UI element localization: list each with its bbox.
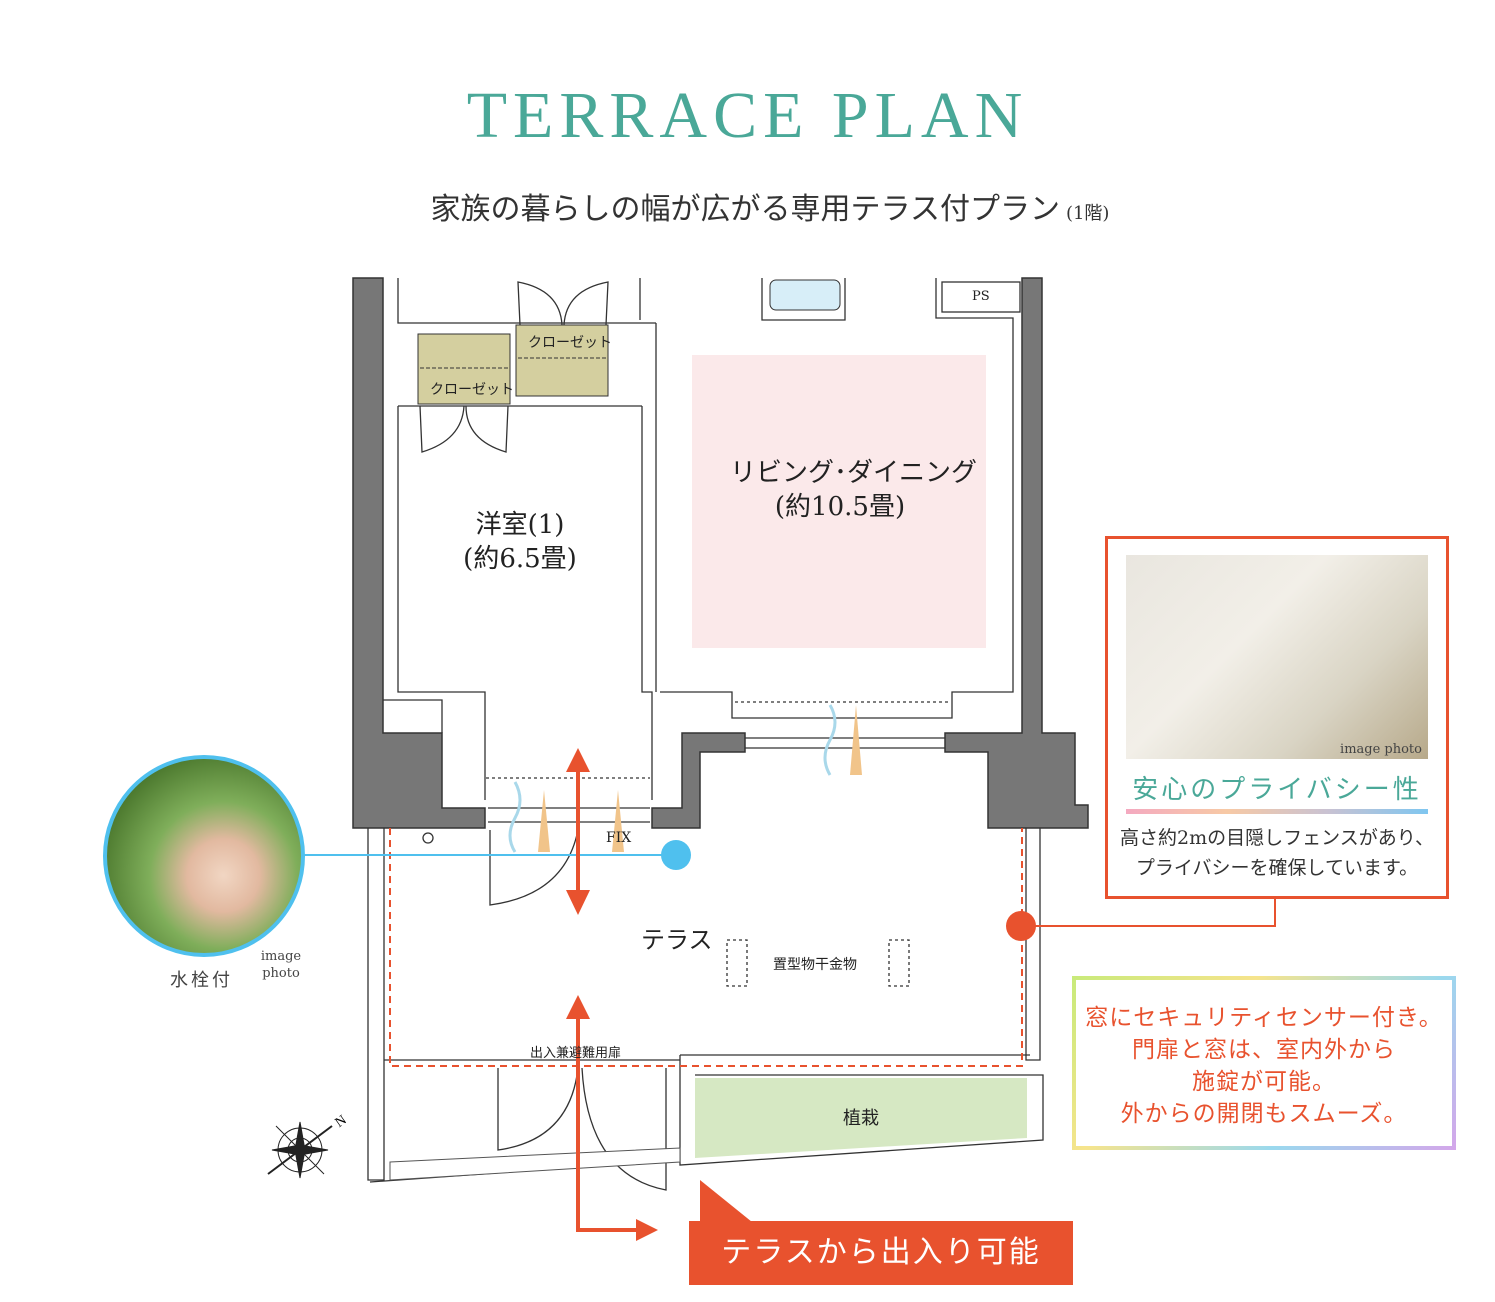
living-dining-name: リビング･ダイニング [730, 458, 978, 488]
drying-rack-label: 置型物干金物 [773, 957, 857, 973]
closet-label-1: クローゼット [430, 382, 514, 398]
closet-area-1 [417, 333, 511, 405]
compass-icon [267, 1121, 333, 1179]
floor-note: (1階) [1065, 203, 1110, 224]
faucet-label: 水栓付 [170, 970, 233, 991]
privacy-feature-box: image photo 安心のプライバシー性 高さ約2mの目隠しフェンスがあり、… [1105, 536, 1449, 899]
planting-label: 植栽 [843, 1108, 879, 1129]
security-text-line: 施錠が可能。 [1192, 1069, 1336, 1095]
access-arrows [566, 748, 752, 1241]
closet-label-2: クローゼット [528, 335, 612, 351]
fence-marker [1006, 911, 1036, 941]
terrace-label: テラス [641, 926, 713, 954]
fence-line [389, 828, 1023, 1067]
privacy-text-line: プライバシーを確保しています。 [1135, 857, 1419, 879]
subtitle-text: 家族の暮らしの幅が広がる専用テラス付プラン [430, 192, 1060, 227]
page-subtitle: 家族の暮らしの幅が広がる専用テラス付プラン(1階) [0, 184, 1495, 228]
center-wall [651, 732, 746, 829]
living-dining-area [692, 355, 986, 648]
right-wall [944, 277, 1089, 829]
western-room-name: 洋室(1) [475, 510, 565, 540]
gate-hatch [389, 1147, 681, 1181]
security-text: 窓にセキュリティセンサー付き。 門扉と窓は、室内外から 施錠が可能。 外からの開… [1076, 1002, 1452, 1130]
security-text-line: 門扉と窓は、室内外から [1132, 1037, 1396, 1063]
walls [352, 277, 1089, 829]
security-text-line: 外からの開閉もスムーズ。 [1120, 1101, 1408, 1127]
western-room-label: 洋室(1) (約6.5畳) [440, 508, 600, 576]
privacy-photo-note: image photo [1340, 742, 1422, 757]
privacy-text: 高さ約2mの目隠しフェンスがあり、プライバシーを確保しています。 [1108, 823, 1446, 883]
ps-label: PS [972, 289, 990, 304]
living-dining-size: (約10.5畳) [774, 492, 906, 522]
privacy-text-line: 高さ約2mの目隠しフェンスがあり、 [1120, 827, 1434, 849]
planting-area [695, 1078, 1027, 1158]
left-wall [352, 277, 486, 829]
privacy-heading: 安心のプライバシー性 [1132, 775, 1422, 805]
faucet-photo [103, 755, 305, 957]
bath-fixture [769, 279, 841, 311]
privacy-divider [1126, 809, 1428, 814]
callout-pointer [700, 1180, 752, 1222]
terrace-access-callout: テラスから出入り可能 [689, 1221, 1073, 1285]
faucet-marker [661, 840, 691, 870]
page-title: TERRACE PLAN [466, 79, 1029, 152]
western-room-size: (約6.5畳) [463, 544, 577, 574]
security-text-line: 窓にセキュリティセンサー付き。 [1085, 1005, 1443, 1031]
security-feature-box: 窓にセキュリティセンサー付き。 門扉と窓は、室内外から 施錠が可能。 外からの開… [1072, 976, 1456, 1150]
privacy-leader-line [1022, 895, 1276, 927]
closet-area-2 [515, 324, 609, 397]
fix-window-label: FIX [606, 830, 632, 846]
privacy-photo: image photo [1126, 555, 1428, 759]
living-dining-label: リビング･ダイニング (約10.5畳) [730, 456, 978, 524]
faucet-photo-note: image photo [260, 949, 302, 981]
gate-label: 出入兼避難用扉 [530, 1046, 622, 1061]
airflow-marks [508, 704, 862, 853]
svg-text:N: N [333, 1113, 350, 1131]
